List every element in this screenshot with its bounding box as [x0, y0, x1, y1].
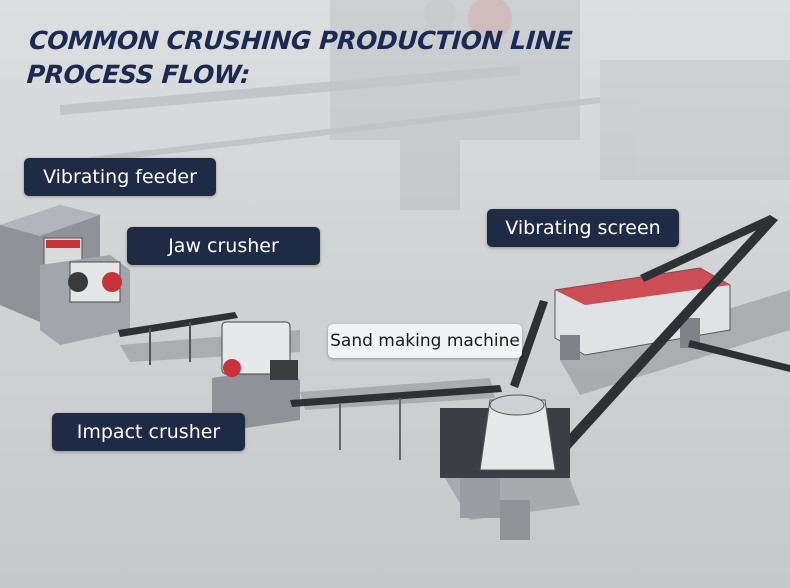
- vibrating-screen-illustration: [554, 267, 731, 360]
- title-line-2: PROCESS FLOW:: [25, 60, 251, 89]
- conveyor-3: [510, 300, 548, 388]
- jaw-crusher-illustration: [40, 255, 130, 345]
- label-jaw-crusher: Jaw crusher: [127, 227, 320, 265]
- label-vibrating-screen: Vibrating screen: [487, 209, 679, 247]
- conveyor-2: [290, 385, 502, 460]
- background-plant-structure: [59, 0, 790, 210]
- label-sand-making-machine: Sand making machine: [328, 324, 522, 358]
- conveyor-return: [550, 215, 790, 462]
- label-vibrating-feeder: Vibrating feeder: [24, 158, 216, 196]
- sand-making-machine-illustration: [440, 394, 570, 540]
- title-line-1: COMMON CRUSHING PRODUCTION LINE: [28, 26, 574, 55]
- conveyor-1: [118, 312, 238, 365]
- label-impact-crusher: Impact crusher: [52, 413, 245, 451]
- page-title: COMMON CRUSHING PRODUCTION LINE PROCESS …: [26, 24, 574, 92]
